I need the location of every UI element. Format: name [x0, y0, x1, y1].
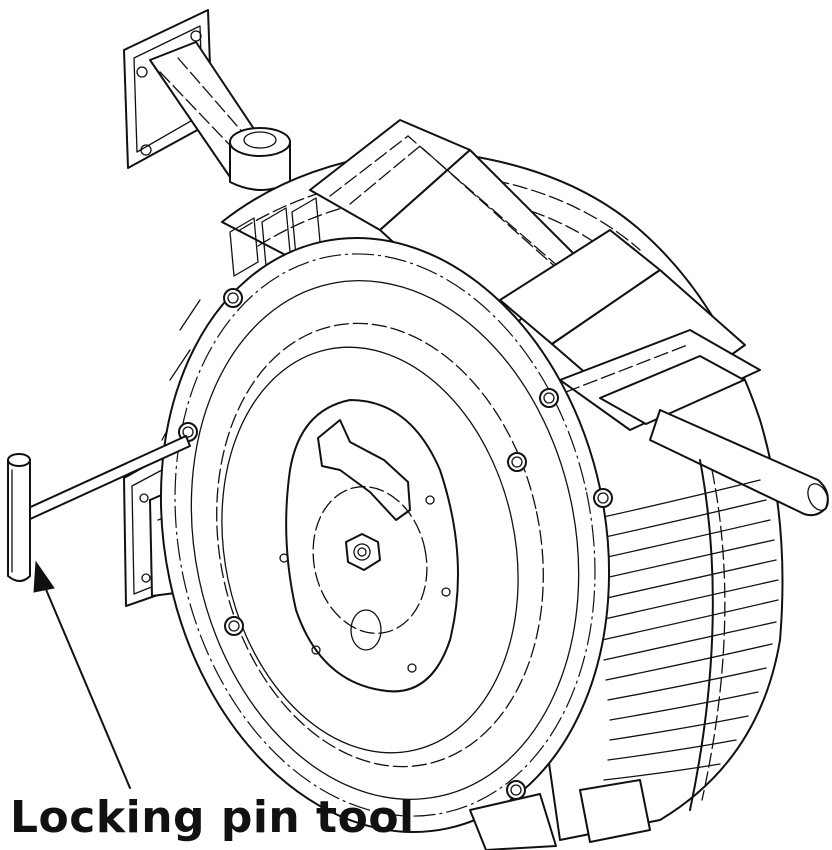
perimeter-bolts — [178, 288, 613, 800]
callout-label: Locking pin tool — [10, 792, 415, 843]
center-nut — [345, 533, 381, 571]
upper-wall-bracket — [123, 9, 291, 191]
cooling-fins — [589, 459, 779, 811]
locking-pin-tool — [7, 435, 191, 582]
callout-leader-arrow — [33, 560, 131, 789]
hose-guide — [559, 329, 761, 431]
hose — [649, 409, 829, 517]
reel-base — [469, 779, 651, 850]
